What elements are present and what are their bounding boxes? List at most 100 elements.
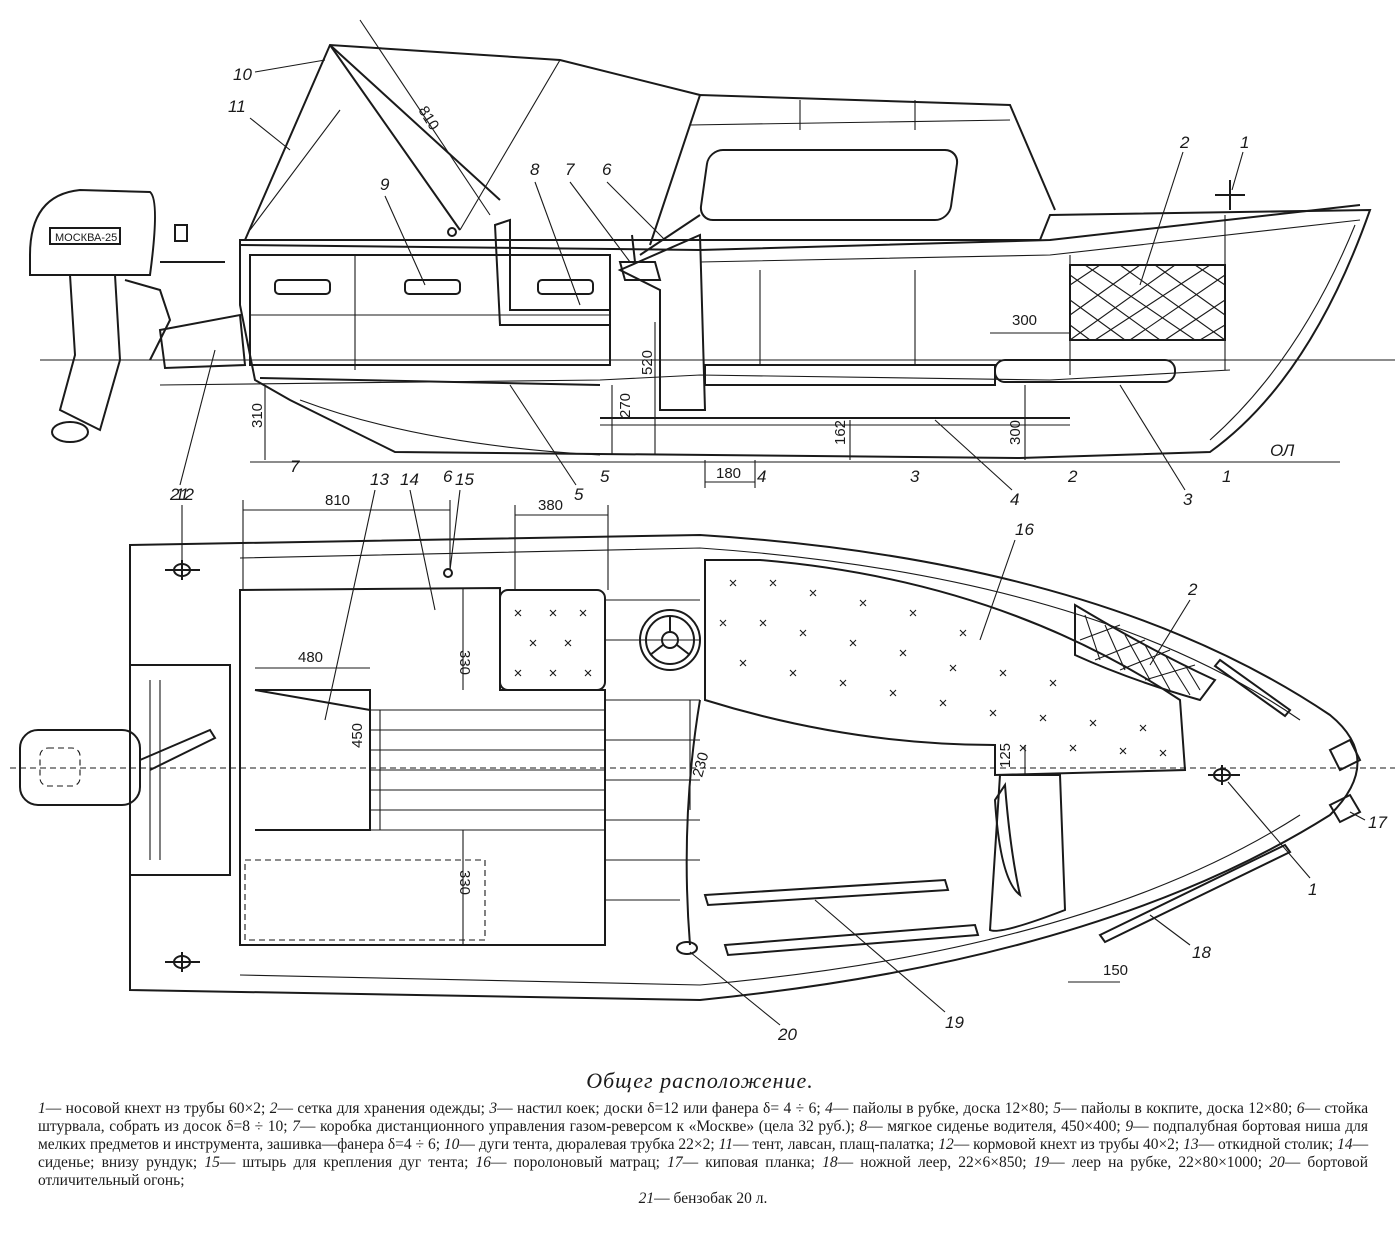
- niche-2: [404, 279, 461, 295]
- plan-dimensions: 810 380 480 330 450 330 230 125 150: [242, 492, 1128, 983]
- cabin-plan-lower: [988, 774, 1067, 932]
- svg-text:14: 14: [400, 470, 419, 489]
- legend-item: 3— настил коек; доски δ=12 или фанера δ=…: [489, 1100, 825, 1117]
- legend-item-text: — откидной столик;: [1198, 1136, 1334, 1153]
- svg-text:17: 17: [1368, 813, 1387, 832]
- legend-item: 13— откидной столик;: [1183, 1136, 1337, 1153]
- legend-item-number: 14: [1337, 1136, 1353, 1153]
- svg-text:6: 6: [443, 467, 453, 486]
- niche-1: [274, 279, 331, 295]
- cabin-outline: [649, 93, 1056, 246]
- legend-item-text: — бортовой отличительный огонь;: [38, 1154, 1369, 1189]
- legend-item-text: — сиденье; внизу рундук;: [38, 1136, 1369, 1171]
- figure-title: Общег расположение.: [586, 1068, 814, 1093]
- stern-cleat-top: [165, 560, 200, 580]
- driver-seat: [493, 218, 611, 326]
- legend-item-text: — ножной леер, 22×6×850;: [837, 1154, 1027, 1171]
- legend-item: 10— дуги тента, дюралевая трубка 22×2;: [444, 1136, 719, 1153]
- svg-text:21: 21: [169, 485, 189, 504]
- bow-cleat-side: [1215, 180, 1245, 210]
- hull-plan-outline: [129, 533, 1359, 1002]
- svg-text:380: 380: [538, 497, 563, 514]
- svg-text:12: 12: [175, 485, 194, 504]
- svg-text:7: 7: [290, 457, 300, 476]
- station-numbers: 1 2 3 4 5 6 7: [290, 457, 1231, 486]
- legend-item: 14— сиденье; внизу рундук;: [38, 1136, 1368, 1171]
- svg-text:810: 810: [325, 492, 350, 509]
- legend-item-text: — сетка для хранения одежды;: [277, 1100, 485, 1117]
- legend-item: 17— киповая планка;: [667, 1154, 822, 1171]
- svg-text:4: 4: [1010, 490, 1019, 509]
- hull-outline: [239, 208, 1372, 460]
- svg-text:1: 1: [1222, 467, 1231, 486]
- steering-floor-slats: [605, 599, 701, 946]
- svg-text:15: 15: [455, 470, 474, 489]
- side-dimensions: 810 300 520 270 162 300 310 180: [249, 19, 1070, 488]
- side-light: [676, 941, 698, 955]
- steering-shaft: [639, 214, 701, 256]
- cockpit-floor-slats: [370, 709, 605, 831]
- motor-brand-label: МОСКВА-25: [55, 232, 117, 244]
- svg-text:162: 162: [832, 420, 849, 445]
- svg-text:1: 1: [1240, 133, 1249, 152]
- svg-text:330: 330: [456, 870, 473, 895]
- legend-item-number: 20: [1269, 1154, 1285, 1171]
- legend-item-number: 8: [859, 1118, 868, 1135]
- legend-item: 18— ножной леер, 22×6×850;: [822, 1154, 1034, 1171]
- deck-line-lower: [699, 219, 1361, 263]
- bunk: [704, 364, 996, 386]
- svg-text:11: 11: [228, 97, 246, 116]
- legend-item-number: 17: [667, 1154, 683, 1171]
- tent-arc-4: [249, 109, 341, 231]
- svg-text:8: 8: [530, 160, 540, 179]
- storage-net-plan: [1074, 603, 1217, 702]
- side-view: ОЛ: [29, 19, 1395, 509]
- mattress-quilting: [719, 579, 1167, 757]
- folding-table: [255, 689, 371, 831]
- plan-callouts: 12 13 14 15 16 2 1 17 18 19 20: [175, 470, 1387, 1044]
- legend-item-text: — леер на рубке, 22×80×1000;: [1049, 1154, 1263, 1171]
- svg-text:330: 330: [456, 650, 473, 675]
- legend-item-text: — тент, лавсан, плащ-палатка;: [732, 1136, 935, 1153]
- steering-wheel: [639, 609, 701, 671]
- legend-item-number: 9: [1125, 1118, 1134, 1135]
- stem-line: [1209, 224, 1356, 441]
- tent-arc-2: [329, 44, 501, 201]
- bunk-cushion: [994, 359, 1176, 383]
- svg-text:2: 2: [1067, 467, 1078, 486]
- svg-text:230: 230: [689, 750, 712, 779]
- tent-arc-1: [329, 44, 461, 231]
- storage-net-side: [1069, 264, 1226, 341]
- legend-item: 1— носовой кнехт нз трубы 60×2;: [38, 1100, 270, 1117]
- legend-item: 7— коробка дистанционного управления газ…: [292, 1118, 859, 1135]
- svg-text:13: 13: [370, 470, 389, 489]
- svg-text:16: 16: [1015, 520, 1034, 539]
- legend-item-number: 11: [718, 1136, 733, 1153]
- svg-text:180: 180: [716, 465, 741, 482]
- foam-mattress: [704, 559, 1187, 777]
- legend-item-number: 19: [1033, 1154, 1050, 1171]
- legend-item-number: 3: [489, 1100, 498, 1117]
- legend-item-number: 10: [443, 1136, 460, 1153]
- svg-text:300: 300: [1012, 312, 1037, 329]
- legend-item-text: — кормовой кнехт из трубы 40×2;: [953, 1136, 1180, 1153]
- niche-3: [537, 279, 594, 295]
- fairlead-bottom: [1328, 793, 1362, 824]
- cabin-rail: [703, 878, 950, 907]
- foot-rail: [1098, 843, 1292, 944]
- outboard-motor-side: МОСКВА-25: [29, 188, 172, 443]
- legend-item: 8— мягкое сиденье водителя, 450×400;: [859, 1118, 1125, 1135]
- legend-item-text: — мягкое сиденье водителя, 450×400;: [867, 1118, 1121, 1135]
- waterline-label: ОЛ: [1270, 441, 1295, 460]
- cabin-roof-inner: [689, 119, 1011, 126]
- legend-item: 16— поролоновый матрац;: [476, 1154, 668, 1171]
- floorboards-cockpit: [259, 377, 601, 386]
- throttle-box: [618, 261, 662, 281]
- svg-text:450: 450: [349, 723, 366, 748]
- cockpit-outline: [239, 586, 606, 946]
- svg-text:3: 3: [1183, 490, 1193, 509]
- legend-item-number: 4: [825, 1100, 833, 1117]
- legend-item-number: 12: [938, 1136, 954, 1153]
- svg-text:7: 7: [565, 160, 575, 179]
- legend-item-number: 2: [269, 1100, 278, 1117]
